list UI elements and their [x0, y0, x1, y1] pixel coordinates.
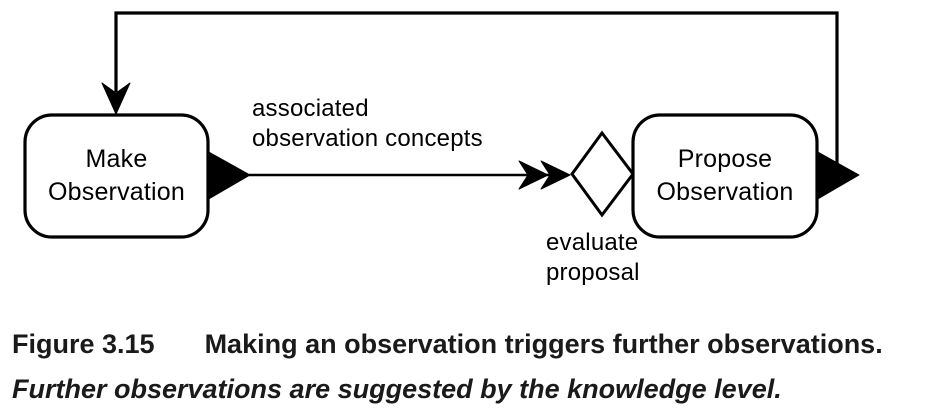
- associated-concepts-label: associated observation concepts: [252, 94, 483, 154]
- arrow-chevron-1-icon: [518, 160, 549, 190]
- figure-subtitle: Further observations are suggested by th…: [12, 374, 782, 404]
- make-observation-output-triangle-icon: [206, 150, 251, 201]
- evaluate-proposal-label-line1: evaluate: [546, 229, 639, 256]
- feedback-loop-line: [114, 11, 839, 168]
- feedback-arrowhead-icon: [101, 82, 131, 115]
- figure-number: Figure 3.15: [12, 329, 155, 359]
- propose-observation-node: Propose Observation: [633, 115, 817, 237]
- make-observation-label-line2: Observation: [48, 178, 185, 206]
- associated-concepts-label-line1: associated: [252, 95, 369, 122]
- figure-title: Making an observation triggers further o…: [204, 329, 883, 359]
- evaluate-proposal-label: evaluate proposal: [546, 228, 640, 288]
- flowchart-diagram: [23, 11, 860, 239]
- figure-caption: Figure 3.15 Making an observation trigger…: [12, 329, 883, 360]
- propose-observation-label-line1: Propose: [677, 145, 773, 173]
- evaluate-proposal-label-line2: proposal: [546, 259, 640, 286]
- evaluate-proposal-diamond: [570, 130, 635, 218]
- propose-observation-label-line2: Observation: [656, 178, 794, 206]
- arrow-chevron-2-icon: [540, 160, 571, 190]
- make-observation-node: Make Observation: [25, 115, 208, 237]
- associated-concepts-label-line2: observation concepts: [252, 125, 483, 152]
- make-observation-label-line1: Make: [85, 145, 148, 173]
- propose-observation-output-triangle-icon: [815, 150, 860, 201]
